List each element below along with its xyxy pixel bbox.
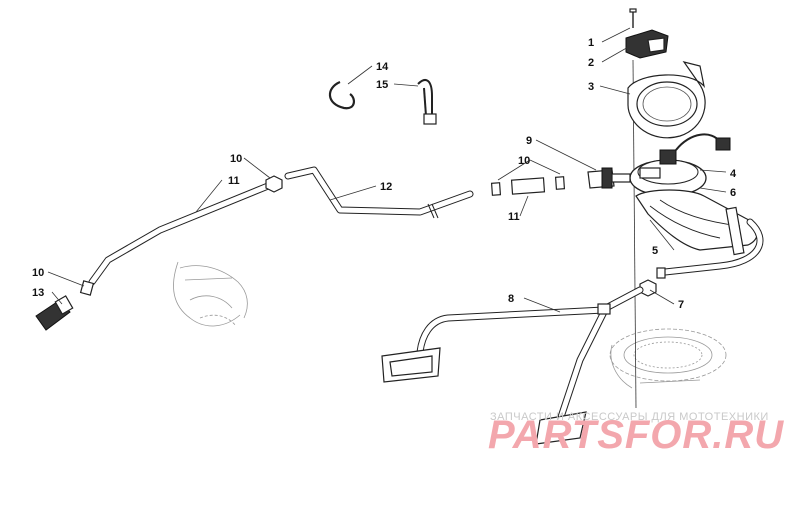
pickup-line-part-8 [381,286,644,445]
ghost-tank-ring [609,328,727,389]
callout-3: 3 [588,81,594,93]
clip-part-15 [417,79,437,125]
leader-lines [47,27,727,313]
callout-1: 1 [588,37,594,49]
fuel-pump-part-4 [629,133,731,197]
callout-11-center: 11 [508,211,520,223]
bolt-part-1 [629,8,637,28]
callout-labels: 1 2 3 4 5 6 7 8 9 10 10 10 11 11 12 13 1… [32,37,737,311]
watermark-logo: PARTSFOR.RU [488,413,784,457]
connector-part-9 [587,167,631,189]
callout-14: 14 [376,61,389,73]
callout-2: 2 [588,57,594,69]
callout-11-left: 11 [228,175,240,187]
watermark: ЗАПЧАСТИ И АКСЕССУАРЫ ДЛЯ МОТОТЕХНИКИ PA… [488,411,784,457]
hose-short-part-11 [490,176,566,196]
quick-connector-part-13 [35,295,74,331]
callout-6: 6 [730,187,736,199]
callout-10-left: 10 [32,267,44,279]
callout-15: 15 [376,79,388,91]
fuel-line-part-12 [284,166,474,219]
hose-long-part-11 [79,175,283,296]
callout-10-top-left: 10 [230,153,242,165]
pump-housing-part-6 [635,189,758,256]
callout-12: 12 [380,181,392,193]
callout-13: 13 [32,287,44,299]
callout-4: 4 [730,168,737,180]
watermark-tagline: ЗАПЧАСТИ И АКСЕССУАРЫ ДЛЯ МОТОТЕХНИКИ [490,411,769,423]
hose-part-5 [661,218,764,276]
callout-5: 5 [652,245,658,257]
gasket-part-3 [627,61,706,139]
clamp-part-14 [328,80,356,110]
clip-part-2 [625,29,669,59]
callout-7: 7 [678,299,684,311]
callout-10-center: 10 [518,155,530,167]
callout-9: 9 [526,135,532,147]
ghost-frame-left [173,261,248,327]
callout-8: 8 [508,293,514,305]
